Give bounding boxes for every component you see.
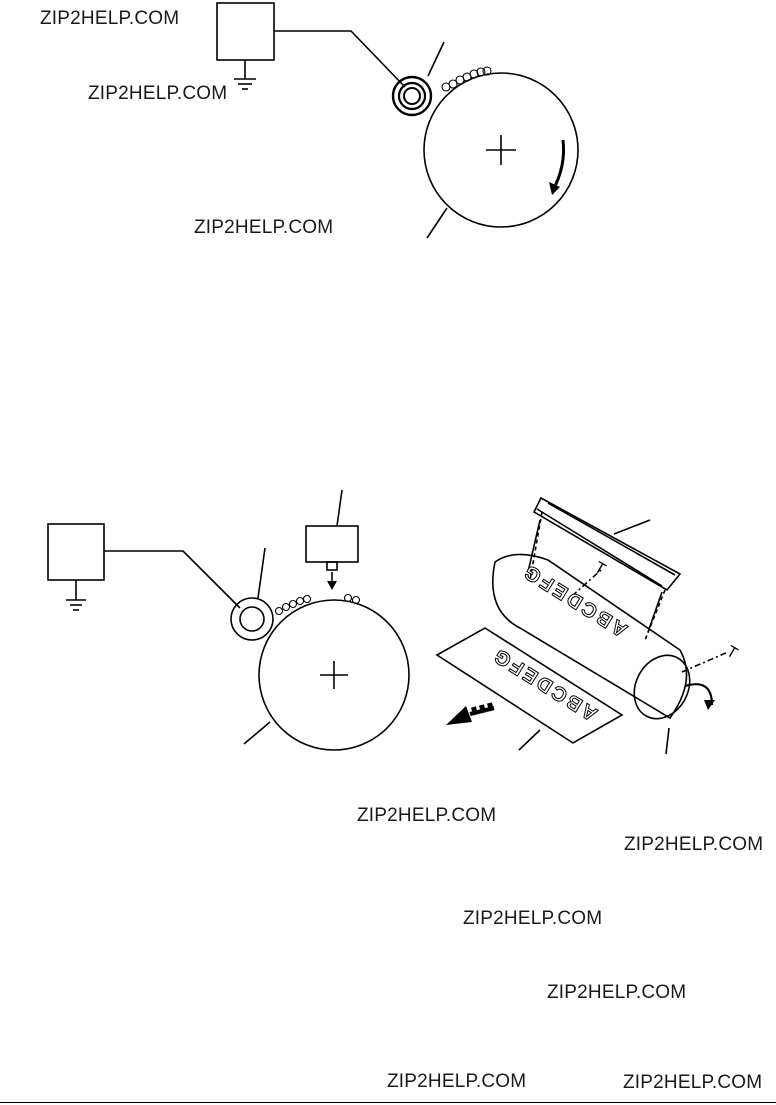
photoconductor-drum-2 [258,599,410,751]
watermark-4: ZIP2HELP.COM [357,805,497,826]
charge-particles-2 [274,593,361,616]
watermark-6: ZIP2HELP.COM [463,908,603,929]
photoconductor-drum [423,72,579,228]
svg-text:T: T [591,559,608,579]
charge-roller-2 [230,597,274,641]
power-supply-box [216,2,275,61]
charging-diagram [216,2,579,239]
watermark-7: ZIP2HELP.COM [547,982,687,1003]
drum-end-face [633,654,691,720]
charge-roller [391,75,433,117]
watermark-8: ZIP2HELP.COM [387,1071,527,1092]
svg-text:T: T [723,643,740,663]
feed-direction-arrow [469,706,495,716]
charge-particles [441,66,492,92]
supply-wire [274,30,406,88]
watermark-1: ZIP2HELP.COM [40,8,180,29]
watermark-5: ZIP2HELP.COM [624,834,764,855]
sheet-text: ABCDEFG [488,642,602,726]
rotation-arrow [551,139,565,191]
watermark-3: ZIP2HELP.COM [194,217,334,238]
exposure-unit [305,525,359,563]
power-supply-box-2 [47,523,105,581]
watermark-9: ZIP2HELP.COM [623,1072,763,1093]
watermark-2: ZIP2HELP.COM [88,83,228,104]
footer-rule [0,1102,776,1103]
drum-text: ABCDEFG [518,558,632,642]
